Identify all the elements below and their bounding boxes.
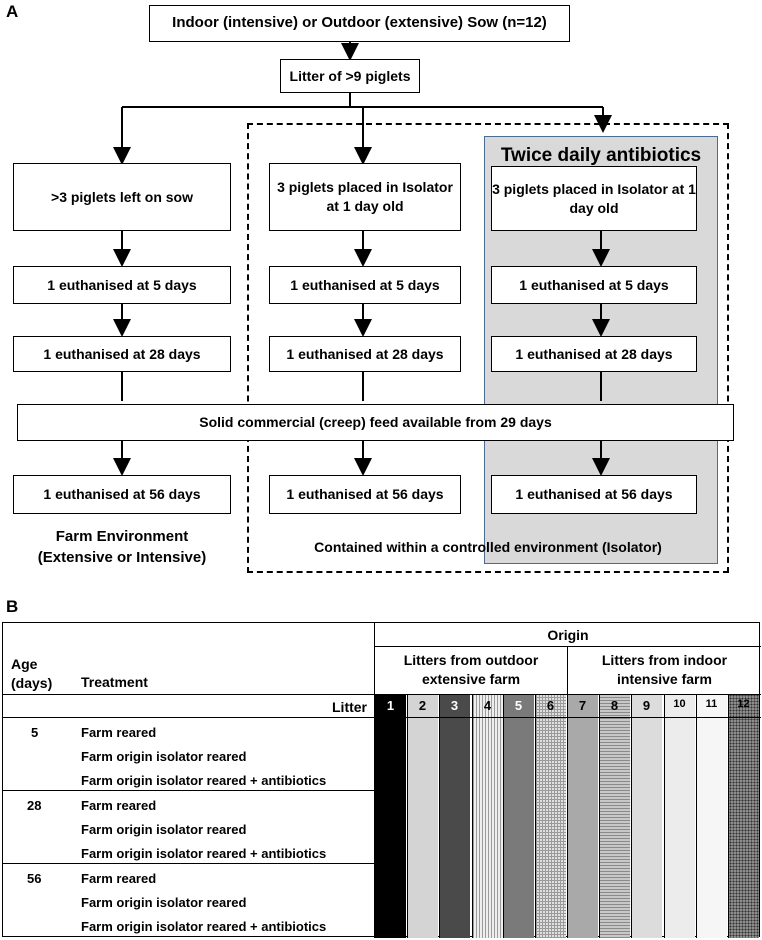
litter-number-8: 8 [610, 698, 619, 713]
age-5: 5 [31, 725, 39, 740]
antibiotic-title: Twice daily antibiotics [500, 145, 702, 166]
panel-a-label: A [6, 2, 19, 21]
litter-box: Litter of >9 piglets [280, 59, 420, 93]
farm-caption: Farm Environment (Extensive or Intensive… [8, 526, 236, 568]
age-56: 56 [27, 871, 42, 886]
col1-euth56-box: 1 euthanised at 56 days [13, 475, 231, 514]
group-rule-28 [3, 790, 375, 791]
farm-caption-line1: Farm Environment [55, 528, 189, 545]
litter-9-column [631, 694, 662, 938]
litter-number-4: 4 [483, 698, 492, 713]
litter-number-10: 10 [673, 698, 686, 710]
litter-1-column [375, 694, 406, 938]
col2-start-box: 3 piglets placed in Isolator at 1 day ol… [269, 163, 461, 231]
cohort-table: Origin Litters from outdoor extensive fa… [2, 622, 761, 938]
col1-start-box: >3 piglets left on sow [13, 163, 231, 231]
isolator-caption: Contained within a controlled environmen… [314, 539, 662, 555]
outdoor-header: Litters from outdoor extensive farm [375, 651, 567, 689]
group5-treatment-3: Farm origin isolator reared + antibiotic… [81, 773, 327, 788]
litter-8-column [599, 694, 630, 938]
header-bottom-rule [3, 694, 761, 695]
litter-number-5: 5 [514, 698, 523, 713]
litter-number-12: 12 [737, 698, 750, 710]
indoor-header-line2: intensive farm [617, 670, 712, 687]
litter-number-9: 9 [642, 698, 651, 713]
litter-number-7: 7 [578, 698, 587, 713]
group56-treatment-2: Farm origin isolator reared [81, 895, 247, 910]
age-header: Age (days) [11, 655, 52, 693]
panel-b-label: B [6, 597, 19, 616]
litter-row-label: Litter [332, 699, 367, 715]
litter-3-column [439, 694, 470, 938]
litter-6-column [535, 694, 566, 938]
col3-euth5-box: 1 euthanised at 5 days [491, 266, 697, 304]
group5-treatment-1: Farm reared [81, 725, 157, 740]
group5-treatment-2: Farm origin isolator reared [81, 749, 247, 764]
age-header-line2: (days) [11, 674, 53, 691]
litter-11-column [696, 694, 727, 938]
litter-2-column [407, 694, 438, 938]
litter-number-6: 6 [546, 698, 555, 713]
group28-treatment-3: Farm origin isolator reared + antibiotic… [81, 846, 327, 861]
isolator-dashed-region [247, 123, 729, 573]
group-rule-56 [3, 863, 375, 864]
litter-7-column [567, 694, 598, 938]
litter-number-1: 1 [386, 698, 395, 713]
group56-treatment-3: Farm origin isolator reared + antibiotic… [81, 919, 327, 934]
litter-number-3: 3 [450, 698, 459, 713]
origin-header: Origin [547, 627, 589, 643]
col2-euth56-box: 1 euthanised at 56 days [269, 475, 461, 514]
indoor-header-line1: Litters from indoor [601, 652, 728, 668]
flow-arrows [113, 42, 612, 476]
col3-euth56-box: 1 euthanised at 56 days [491, 475, 697, 514]
col3-euth28-box: 1 euthanised at 28 days [491, 336, 697, 372]
col2-euth28-box: 1 euthanised at 28 days [269, 336, 461, 372]
litter-number-2: 2 [418, 698, 427, 713]
farm-type-divider [567, 646, 568, 694]
col2-euth5-box: 1 euthanised at 5 days [269, 266, 461, 304]
group56-treatment-1: Farm reared [81, 871, 157, 886]
group28-treatment-1: Farm reared [81, 798, 157, 813]
litter-5-column [503, 694, 534, 938]
outdoor-header-line2: extensive farm [421, 670, 521, 687]
sow-box: Indoor (intensive) or Outdoor (extensive… [149, 5, 570, 42]
litter-4-column [472, 694, 503, 938]
creep-feed-box: Solid commercial (creep) feed available … [17, 404, 734, 441]
group28-treatment-2: Farm origin isolator reared [81, 822, 247, 837]
litter-10-column [664, 694, 695, 938]
litter-swatch-columns [371, 694, 761, 938]
outdoor-header-line1: Litters from outdoor [403, 652, 539, 668]
col1-euth5-box: 1 euthanised at 5 days [13, 266, 231, 304]
origin-divider [374, 623, 375, 938]
treatment-header: Treatment [81, 674, 148, 690]
litter-row-rule [3, 717, 761, 718]
col1-euth28-box: 1 euthanised at 28 days [13, 336, 231, 372]
indoor-header: Litters from indoor intensive farm [568, 651, 761, 689]
litter-number-11: 11 [705, 698, 718, 710]
age-header-line1: Age [11, 656, 38, 672]
age-28: 28 [27, 798, 42, 813]
farm-caption-line2: (Extensive or Intensive) [37, 549, 207, 566]
col3-start-box: 3 piglets placed in Isolator at 1 day ol… [491, 166, 697, 231]
litter-12-column [728, 694, 759, 938]
